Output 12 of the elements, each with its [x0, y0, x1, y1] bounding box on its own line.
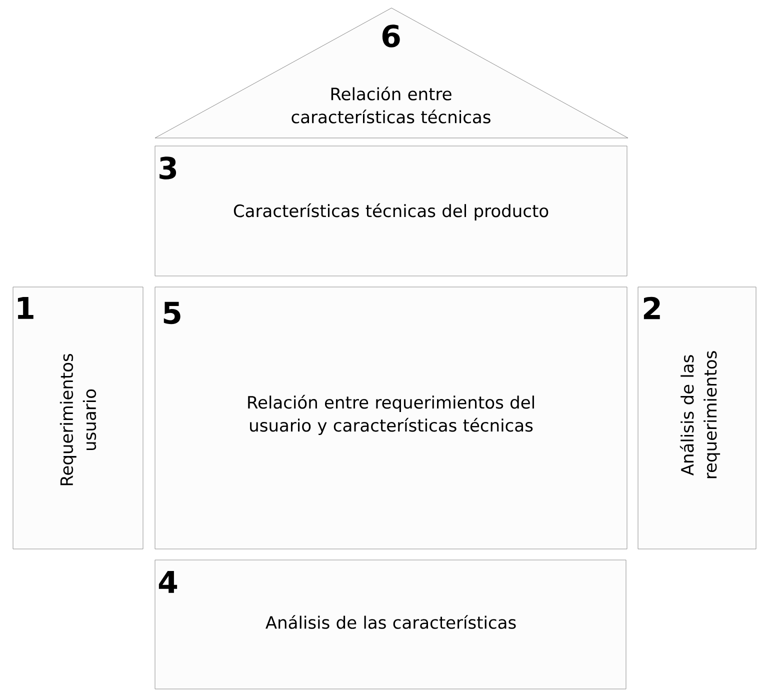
- section-label: Relación entre requerimientos del usuario y características técnicas: [248, 394, 534, 436]
- section-label: Requerimientos usuario: [60, 354, 96, 486]
- section-number: 2: [644, 296, 660, 320]
- section-number: 5: [164, 302, 180, 324]
- section-number: 6: [382, 24, 400, 48]
- section-label: Análisis de las características: [266, 615, 516, 629]
- section-label: Relación entre características técnicas: [292, 86, 490, 124]
- section-number: 1: [18, 297, 34, 319]
- section-number: 4: [158, 571, 178, 593]
- section-number: 3: [160, 156, 176, 180]
- section-label: Análisis de las requerimientos: [680, 351, 720, 478]
- section-label: Características técnicas del producto: [234, 203, 548, 221]
